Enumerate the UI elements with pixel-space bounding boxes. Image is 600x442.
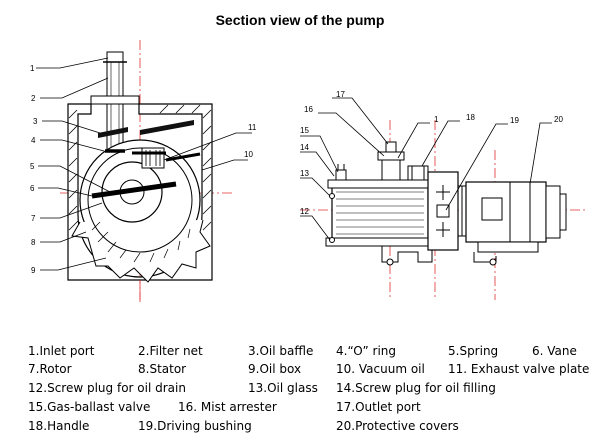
callout-19: 19 <box>510 116 519 125</box>
legend-item: 5.Spring <box>448 344 499 358</box>
right-callouts: 17 16 1 18 19 20 15 14 13 12 <box>300 90 563 216</box>
callout-6: 6 <box>30 184 35 193</box>
handle <box>407 165 429 181</box>
legend-item: 7.Rotor <box>28 362 72 376</box>
legend-item: 14.Screw plug for oil filling <box>336 381 496 395</box>
driving-bushing <box>427 171 467 251</box>
legend-item: 18.Handle <box>28 419 90 433</box>
callout-1: 1 <box>30 64 35 73</box>
base <box>381 246 497 266</box>
drain-plug <box>329 237 335 243</box>
legend-item: 13.Oil glass <box>248 381 318 395</box>
callout-2: 2 <box>31 94 36 103</box>
legend-item: 1.Inlet port <box>28 344 95 358</box>
callout-7: 7 <box>31 214 36 223</box>
outlet-port <box>377 141 405 181</box>
callout-18: 18 <box>466 113 475 122</box>
callout-10: 10 <box>244 150 253 159</box>
legend-item: 11. Exhaust valve plate <box>448 362 590 376</box>
legend-item: 8.Stator <box>138 362 187 376</box>
callout-20: 20 <box>554 115 563 124</box>
legend-item: 4.“O” ring <box>336 344 396 358</box>
right-leader-lines <box>300 97 552 241</box>
callout-8: 8 <box>31 238 36 247</box>
legend-item: 20.Protective covers <box>336 419 459 433</box>
diagram-title: Section view of the pump <box>215 12 385 28</box>
callout-16: 16 <box>304 105 313 114</box>
callout-12: 12 <box>300 207 309 216</box>
callout-17: 17 <box>336 90 345 99</box>
section-view <box>60 40 235 305</box>
left-leader-lines <box>36 57 252 271</box>
callout-3: 3 <box>33 117 38 126</box>
legend-item: 3.Oil baffle <box>248 344 314 358</box>
exhaust-valve <box>105 147 201 169</box>
callout-5: 5 <box>30 162 35 171</box>
legend-item: 15.Gas-ballast valve <box>28 400 151 414</box>
oil-baffle <box>98 120 194 138</box>
legend-item: 19.Driving bushing <box>138 419 252 433</box>
left-callouts: 1 2 3 4 5 6 7 8 9 11 10 <box>30 64 257 275</box>
oil-glass <box>329 193 335 199</box>
legend-item: 16. Mist arrester <box>178 400 277 414</box>
callout-13: 13 <box>300 169 309 178</box>
callout-11: 11 <box>248 123 257 132</box>
gas-ballast-valve <box>335 164 347 181</box>
callout-4: 4 <box>31 136 36 145</box>
legend-item: 2.Filter net <box>138 344 203 358</box>
legend-item: 12.Screw plug for oil drain <box>28 381 186 395</box>
legend-item: 6. Vane <box>532 344 577 358</box>
callout-9: 9 <box>31 266 36 275</box>
legend-item: 17.Outlet port <box>336 400 421 414</box>
callout-1-side: 1 <box>434 115 439 124</box>
motor-cover <box>465 181 567 253</box>
legend-item: 9.Oil box <box>248 362 302 376</box>
side-view <box>300 120 585 300</box>
legend-item: 10. Vacuum oil <box>336 362 425 376</box>
vane <box>91 181 177 199</box>
callout-15: 15 <box>300 126 309 135</box>
callout-14: 14 <box>300 143 309 152</box>
oil-box-side <box>325 179 431 247</box>
